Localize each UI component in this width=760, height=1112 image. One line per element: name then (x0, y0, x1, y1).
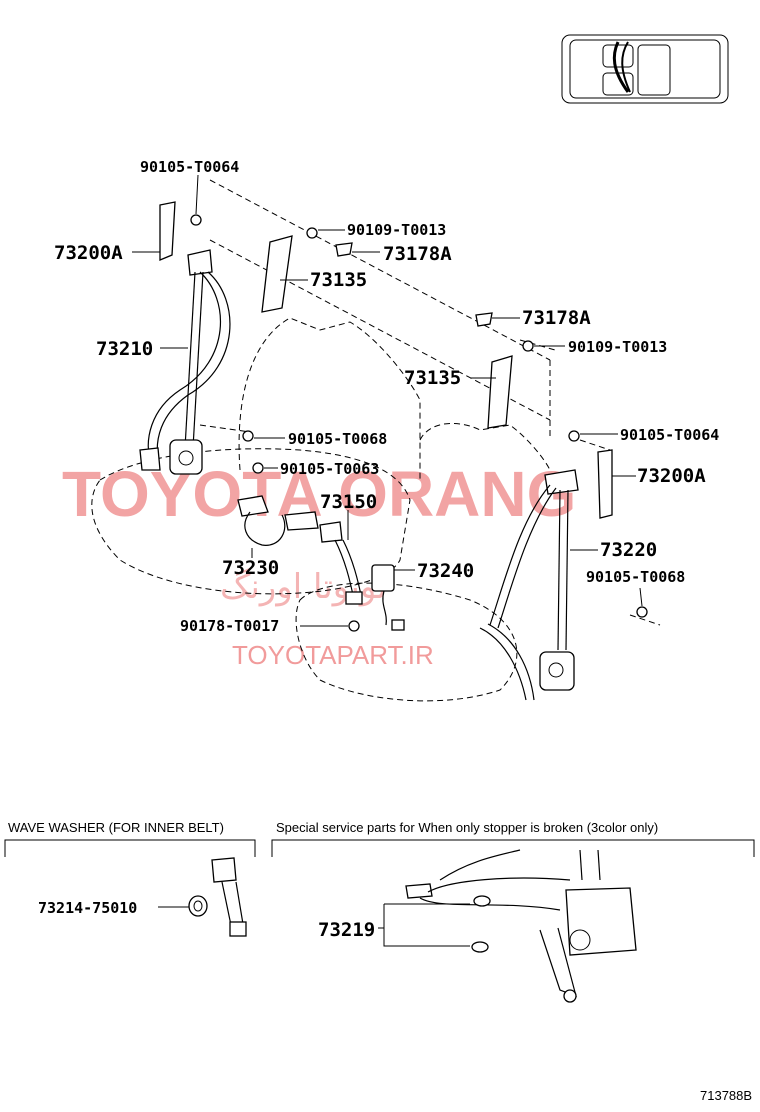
anchor-73200A-right (597, 449, 613, 519)
section-special-service: Special service parts for When only stop… (271, 820, 755, 1003)
label-90105-T0068-right: 90105-T0068 (586, 568, 685, 586)
label-90105-T0064-right: 90105-T0064 (620, 426, 719, 444)
watermark-site: TOYOTAPART.IR (232, 640, 434, 670)
bolt-90105-T0063 (252, 462, 264, 474)
label-90178-T0017: 90178-T0017 (180, 617, 279, 635)
label-73150: 73150 (320, 491, 377, 513)
bolt-90109-T0013-right (522, 340, 534, 352)
special-service-title: Special service parts for When only stop… (276, 820, 658, 835)
wave-washer-title: WAVE WASHER (FOR INNER BELT) (8, 820, 224, 835)
label-73214-75010: 73214-75010 (38, 899, 137, 917)
seat-belt-73220 (479, 469, 648, 701)
label-73240: 73240 (417, 560, 474, 582)
label-90109-T0013-left: 90109-T0013 (347, 221, 446, 239)
label-73200A-left: 73200A (54, 242, 123, 264)
label-73178A-left: 73178A (383, 243, 452, 265)
buckle-73240 (371, 564, 405, 631)
bolt-90105-T0068-center (242, 430, 254, 442)
bolt-90105-T0064-left (190, 214, 202, 226)
cover-73178A-right (475, 312, 493, 327)
label-73220: 73220 (600, 539, 657, 561)
seat-belt-73210 (139, 201, 231, 475)
label-90105-T0064-left: 90105-T0064 (140, 158, 239, 176)
bolt-90109-T0013-left (306, 227, 318, 239)
nut-90178-T0017 (348, 620, 360, 632)
cover-73135-left (261, 235, 293, 313)
label-73219: 73219 (318, 919, 375, 941)
vehicle-location-inset (561, 34, 729, 104)
label-73135-right: 73135 (404, 367, 461, 389)
section-wave-washer: WAVE WASHER (FOR INNER BELT) 73214-75010 (4, 820, 256, 937)
leader-lines (132, 174, 643, 627)
buckle-73150 (319, 521, 363, 605)
label-90109-T0013-right: 90109-T0013 (568, 338, 667, 356)
label-73210: 73210 (96, 338, 153, 360)
buckle-73230 (237, 495, 319, 546)
cover-73178A-left (335, 242, 353, 257)
bolt-90105-T0068-right (636, 606, 648, 618)
label-73135-left: 73135 (310, 269, 367, 291)
label-73200A-right: 73200A (637, 465, 706, 487)
bolt-90105-T0064-right (568, 430, 580, 442)
label-73178A-right: 73178A (522, 307, 591, 329)
label-90105-T0068-center: 90105-T0068 (288, 430, 387, 448)
label-73230: 73230 (222, 557, 279, 579)
cover-73135-right (487, 355, 513, 429)
label-90105-T0063: 90105-T0063 (280, 460, 379, 478)
illustration-code: 713788B (700, 1088, 752, 1103)
